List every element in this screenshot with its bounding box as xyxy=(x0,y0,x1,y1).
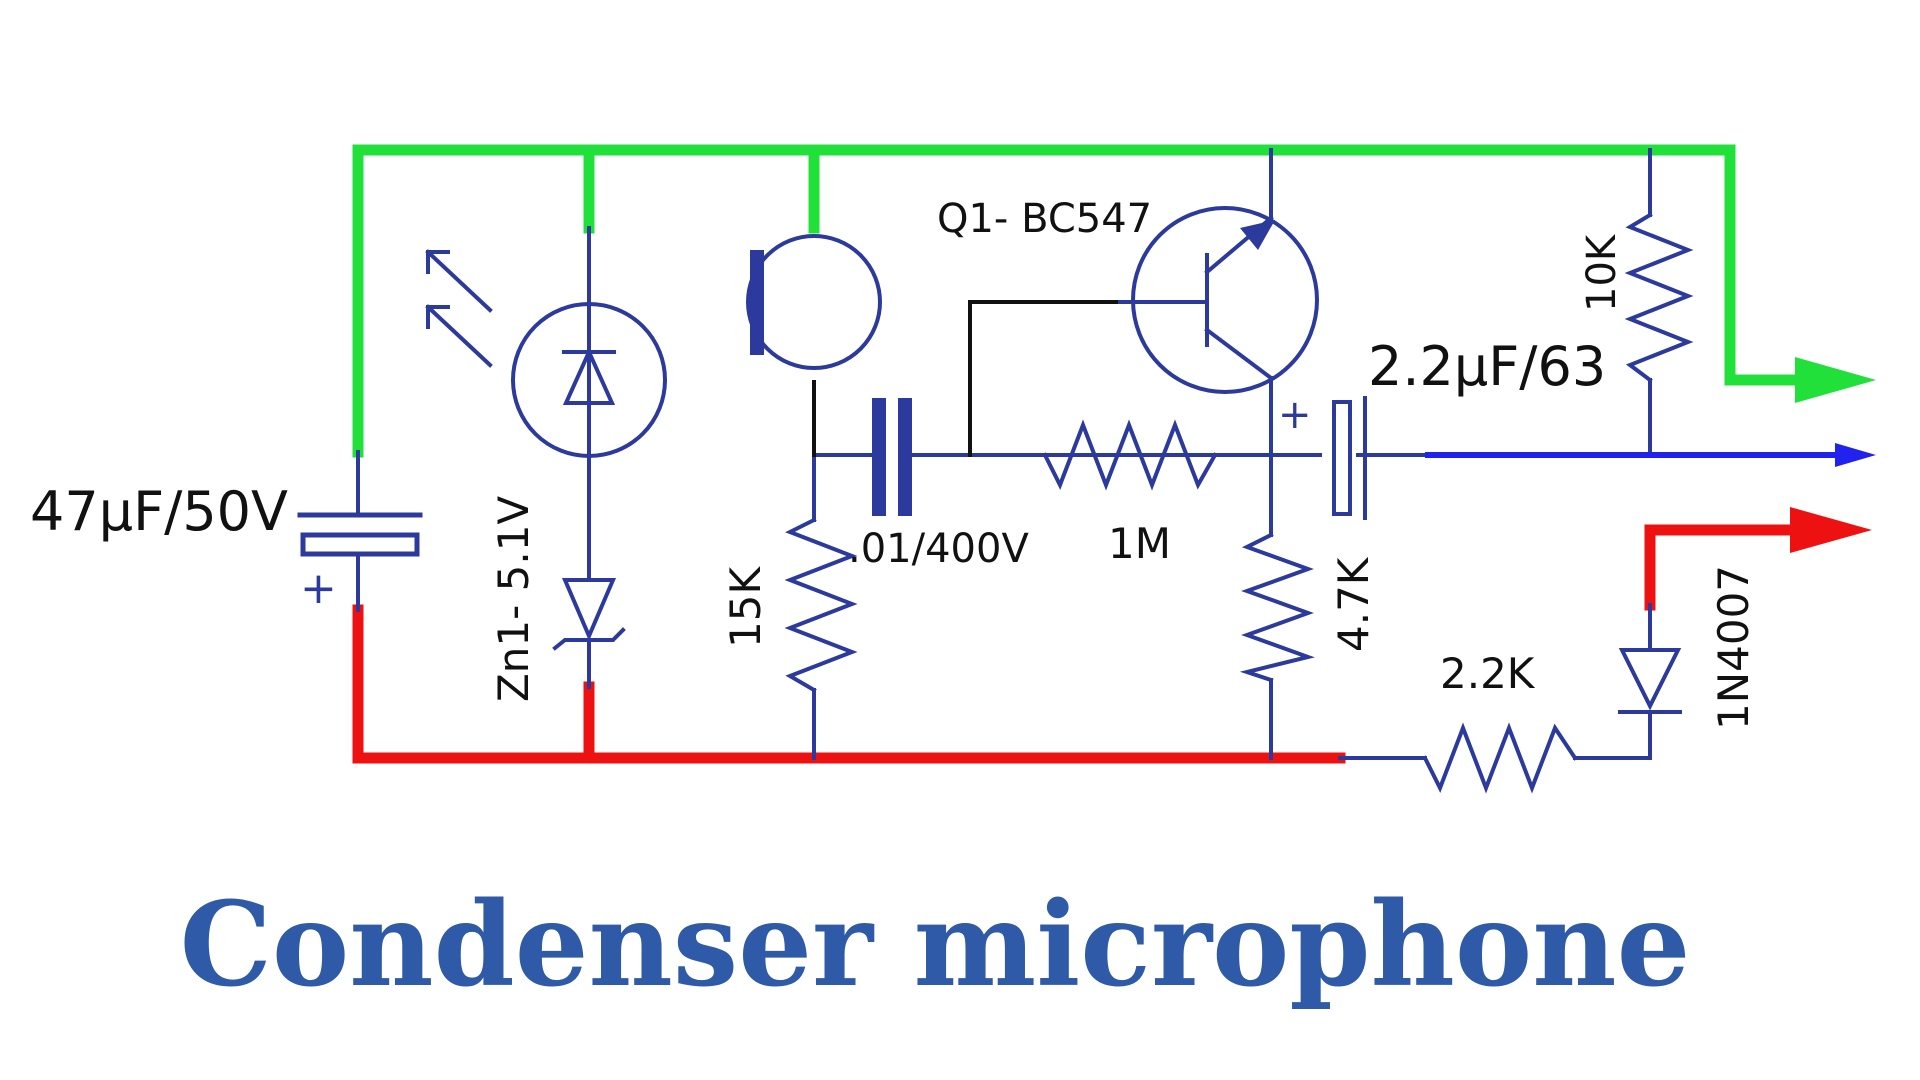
label-resistor-4k7: 4.7K xyxy=(1329,556,1378,652)
microphone-icon xyxy=(746,234,882,370)
diagram-title: Condenser microphone xyxy=(180,877,1691,1013)
label-zener: Zn1- 5.1V xyxy=(489,496,538,702)
led-symbol xyxy=(511,302,667,458)
signal-output-line xyxy=(1425,443,1876,467)
label-resistor-1m: 1M xyxy=(1108,519,1171,568)
label-coupling-capacitor: .01/400V xyxy=(848,526,1029,572)
label-diode: 1N4007 xyxy=(1709,565,1758,730)
coupling-capacitor xyxy=(872,398,912,516)
positive-output-arrow xyxy=(1795,357,1876,403)
zener-diode xyxy=(552,578,626,651)
label-supply-capacitor: 47µF/50V xyxy=(30,480,288,543)
supply-capacitor xyxy=(297,512,423,557)
rectifier-diode xyxy=(1618,648,1682,714)
base-wire xyxy=(812,300,1122,457)
resistor-4k7 xyxy=(1239,532,1315,683)
resistor-15k xyxy=(784,517,858,693)
emitter-arrow xyxy=(1240,220,1275,250)
output-capacitor xyxy=(1332,396,1367,520)
label-resistor-2k2: 2.2K xyxy=(1440,649,1536,698)
light-arrows-icon xyxy=(425,249,493,368)
transistor-q1 xyxy=(1118,206,1319,394)
resistor-1m xyxy=(1042,419,1218,491)
label-supply-plus: + xyxy=(300,563,337,614)
label-transistor: Q1- BC547 xyxy=(937,196,1152,242)
negative-output-arrow xyxy=(1790,507,1872,553)
label-resistor-10k: 10K xyxy=(1579,233,1625,312)
label-output-plus: + xyxy=(1278,392,1312,438)
positive-rail xyxy=(352,144,1816,458)
resistor-10k xyxy=(1624,212,1694,383)
negative-rail xyxy=(352,524,1811,764)
resistor-2k2 xyxy=(1422,722,1578,794)
label-resistor-15k: 15K xyxy=(721,566,770,648)
label-output-capacitor: 2.2µF/63 xyxy=(1368,335,1606,398)
